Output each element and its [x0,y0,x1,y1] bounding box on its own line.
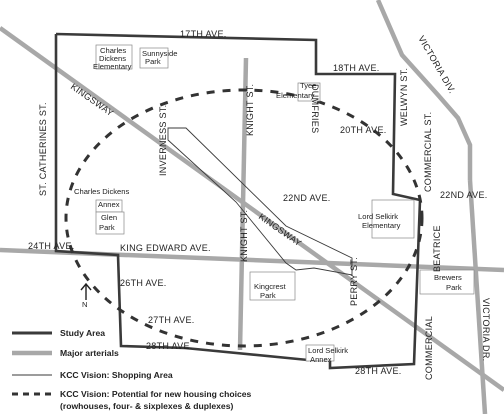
tyee-label-1: Tyee [300,81,316,90]
selkirk-annex-label-2: Annex [310,355,332,364]
study-area-boundary [54,32,422,370]
street-label-18th: 18TH AVE. [333,63,380,73]
north-arrow-head-icon [80,282,92,291]
street-label-22nd-b: 22ND AVE. [440,190,488,200]
street-label-beatrice: BEATRICE [432,225,442,272]
kingcrest-box [249,271,296,301]
street-label-kingsway-a: KINGSWAY [69,81,116,118]
north-label: N [82,300,87,309]
street-label-dumfries: DUMFRIES [310,84,320,133]
victoria-div-arterial [375,0,473,180]
street-label-kingsway-b: KINGSWAY [257,211,304,248]
legend-housing-label-1: KCC Vision: Potential for new housing ch… [60,389,252,399]
north-arrow: N [80,282,92,309]
victoria-dr-arterial [467,179,488,414]
tyee-label-2: Elementary [276,91,315,100]
brewers-box [419,269,475,295]
legend-shopping-label: KCC Vision: Shopping Area [60,370,173,380]
street-label-commercial-b: COMMERCIAL [424,316,434,380]
annex-label-1: Charles Dickens [74,187,129,196]
place-boxes [95,44,475,362]
charles-dickens-label-2: Dickens [99,54,126,63]
charles-dickens-label-1: Charles [100,46,126,55]
charles-dickens-box [95,44,133,70]
glen-label-1: Glen [101,213,117,222]
street-label-inverness: INVERNESS ST. [158,105,168,176]
street-label-st-catherines: ST. CATHERINES ST. [38,102,48,196]
glen-box [95,211,125,235]
street-label-28th-b: 28TH AVE. [355,366,402,376]
knight-arterial [237,57,249,351]
street-label-17th: 17TH AVE. [180,29,227,39]
street-label-commercial-a: COMMERCIAL ST. [423,112,433,192]
legend: Study Area Major arterials KCC Vision: S… [12,328,252,411]
kingsway-arterial [0,26,504,392]
street-label-24th: 24TH AVE. [28,241,75,251]
street-label-knight-a: KNIGHT ST. [245,84,255,136]
lord-selkirk-label-2: Elementary [362,221,401,230]
street-label-knight-b: KNIGHT ST. [239,210,249,262]
shopping-area [167,127,353,276]
street-label-26th: 26TH AVE. [120,278,167,288]
charles-dickens-label-3: Elementary [93,62,132,71]
kingcrest-label-1: Kingcrest [254,282,287,291]
sunnyside-label-1: Sunnyside [142,49,177,58]
tyee-box [297,82,321,102]
legend-study-area-label: Study Area [60,328,105,338]
lord-selkirk-label-1: Lord Selkirk [358,212,398,221]
street-label-welwyn: WELWYN ST. [399,68,409,126]
legend-housing-label-2: (rowhouses, four- & sixplexes & duplexes… [60,401,233,411]
legend-arterial-label: Major arterials [60,348,119,358]
street-label-king-edward: KING EDWARD AVE. [120,243,211,253]
street-label-perry: PERRY ST. [349,257,359,306]
street-label-22nd-a: 22ND AVE. [283,193,331,203]
brewers-label-2: Park [446,283,462,292]
street-label-victoria-div: VICTORIA DIV. [416,34,457,95]
annex-label-2: Annex [98,200,120,209]
brewers-label-1: Brewers [434,273,462,282]
lord-selkirk-box [371,199,415,239]
sunnyside-label-2: Park [145,57,161,66]
housing-potential-circle [64,88,424,348]
place-labels: Charles Dickens Elementary Sunnyside Par… [74,46,462,364]
sunnyside-box [139,47,169,69]
glen-label-2: Park [99,223,115,232]
street-label-28th-a: 28TH AVE. [146,341,193,351]
selkirk-annex-label-1: Lord Selkirk [308,346,348,355]
street-label-victoria-dr: VICTORIA DR. [481,298,491,361]
street-label-20th: 20TH AVE. [340,125,387,135]
kingcrest-label-2: Park [260,291,276,300]
street-label-27th: 27TH AVE. [148,315,195,325]
selkirk-annex-box [305,344,335,362]
